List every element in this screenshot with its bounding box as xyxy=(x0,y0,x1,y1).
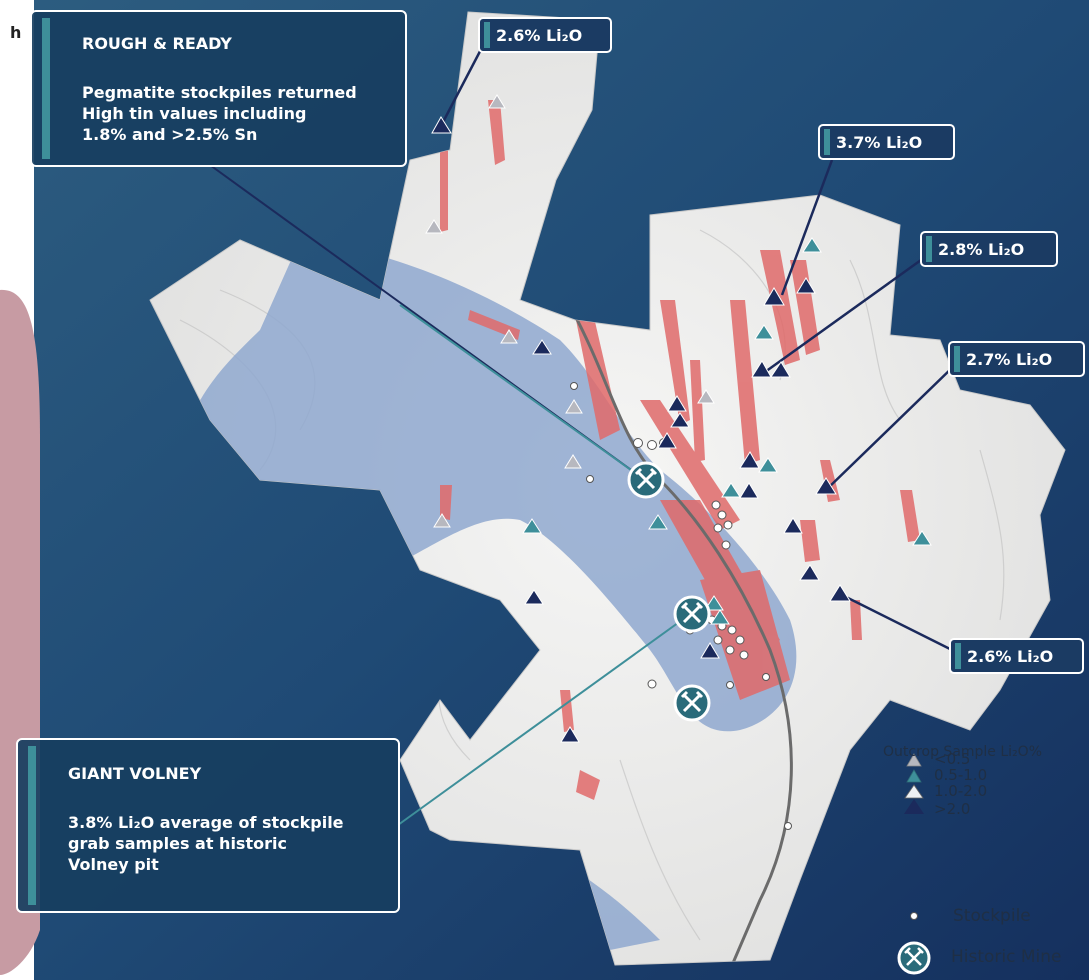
legend-title: Outcrop Sample Li₂O% xyxy=(883,744,1042,760)
cut-off-letter: h xyxy=(10,23,21,42)
leader-tag2 xyxy=(780,159,834,296)
callout-rough-ready-line-3: 1.8% and >2.5% Sn xyxy=(82,125,258,144)
leader-tag3 xyxy=(764,253,929,374)
leader-tag5 xyxy=(841,593,953,652)
sample-tag-5: 2.6% Li₂O xyxy=(949,638,1084,674)
callout-giant-volney-body: 3.8% Li₂O average of stockpile grab samp… xyxy=(68,812,344,875)
legend-triangle-midhigh xyxy=(904,784,924,799)
callout-rough-ready-body: Pegmatite stockpiles returned High tin v… xyxy=(82,82,357,145)
callout-rough-ready: ROUGH & READY Pegmatite stockpiles retur… xyxy=(30,10,407,167)
mine-icon-rough-ready xyxy=(627,461,665,499)
callout-giant-volney-line-3: Volney pit xyxy=(68,855,159,874)
callout-accent-bar xyxy=(28,746,36,905)
legend-symbols xyxy=(897,753,931,975)
legend-triangle-mid xyxy=(906,769,922,783)
legend-mine-icon xyxy=(897,941,931,975)
sample-tag-3-text: 2.8% Li₂O xyxy=(938,239,1025,259)
sample-tag-4-text: 2.7% Li₂O xyxy=(966,349,1053,369)
historic-mine-markers xyxy=(627,461,711,722)
callout-accent-bar xyxy=(42,18,50,159)
sample-tag-2: 3.7% Li₂O xyxy=(818,124,955,160)
mine-icon-giant-volney xyxy=(673,595,711,633)
sample-tag-2-text: 3.7% Li₂O xyxy=(836,132,923,152)
samples-low xyxy=(425,94,715,528)
legend-label-high: >2.0 xyxy=(934,800,971,818)
legend-label-low: <0.5 xyxy=(934,750,971,768)
legend-triangle-high xyxy=(904,799,924,814)
legend-label-historic-mine: Historic Mine xyxy=(951,947,1062,967)
legend-label-mid: 0.5-1.0 xyxy=(934,766,988,784)
sample-tag-1: 2.6% Li₂O xyxy=(478,17,612,53)
legend-label-stockpile: Stockpile xyxy=(953,906,1031,926)
legend-stockpile-dot xyxy=(910,912,918,920)
sample-tag-4: 2.7% Li₂O xyxy=(948,341,1085,377)
mine-icon-south xyxy=(673,684,711,722)
callout-rough-ready-line-2: High tin values including xyxy=(82,104,307,123)
samples-high xyxy=(431,116,851,743)
pit-area xyxy=(182,240,797,732)
sample-tag-1-text: 2.6% Li₂O xyxy=(496,25,583,45)
samples-mid xyxy=(522,237,932,625)
road xyxy=(570,309,793,965)
sample-tag-3: 2.8% Li₂O xyxy=(920,231,1058,267)
callout-giant-volney-line-1: 3.8% Li₂O average of stockpile xyxy=(68,813,344,832)
callout-giant-volney-line-2: grab samples at historic xyxy=(68,834,287,853)
callout-rough-ready-title: ROUGH & READY xyxy=(82,34,232,53)
callout-giant-volney-title: GIANT VOLNEY xyxy=(68,764,202,783)
legend-triangle-low xyxy=(906,753,922,767)
callout-giant-volney: GIANT VOLNEY 3.8% Li₂O average of stockp… xyxy=(16,738,400,913)
callout-rough-ready-line-1: Pegmatite stockpiles returned xyxy=(82,83,357,102)
leader-rough-ready-teal xyxy=(399,304,646,481)
legend-label-midhigh: 1.0-2.0 xyxy=(934,782,988,800)
leader-tag4 xyxy=(825,364,956,491)
sample-tag-5-text: 2.6% Li₂O xyxy=(967,646,1054,666)
leader-giant-volney xyxy=(397,619,683,826)
